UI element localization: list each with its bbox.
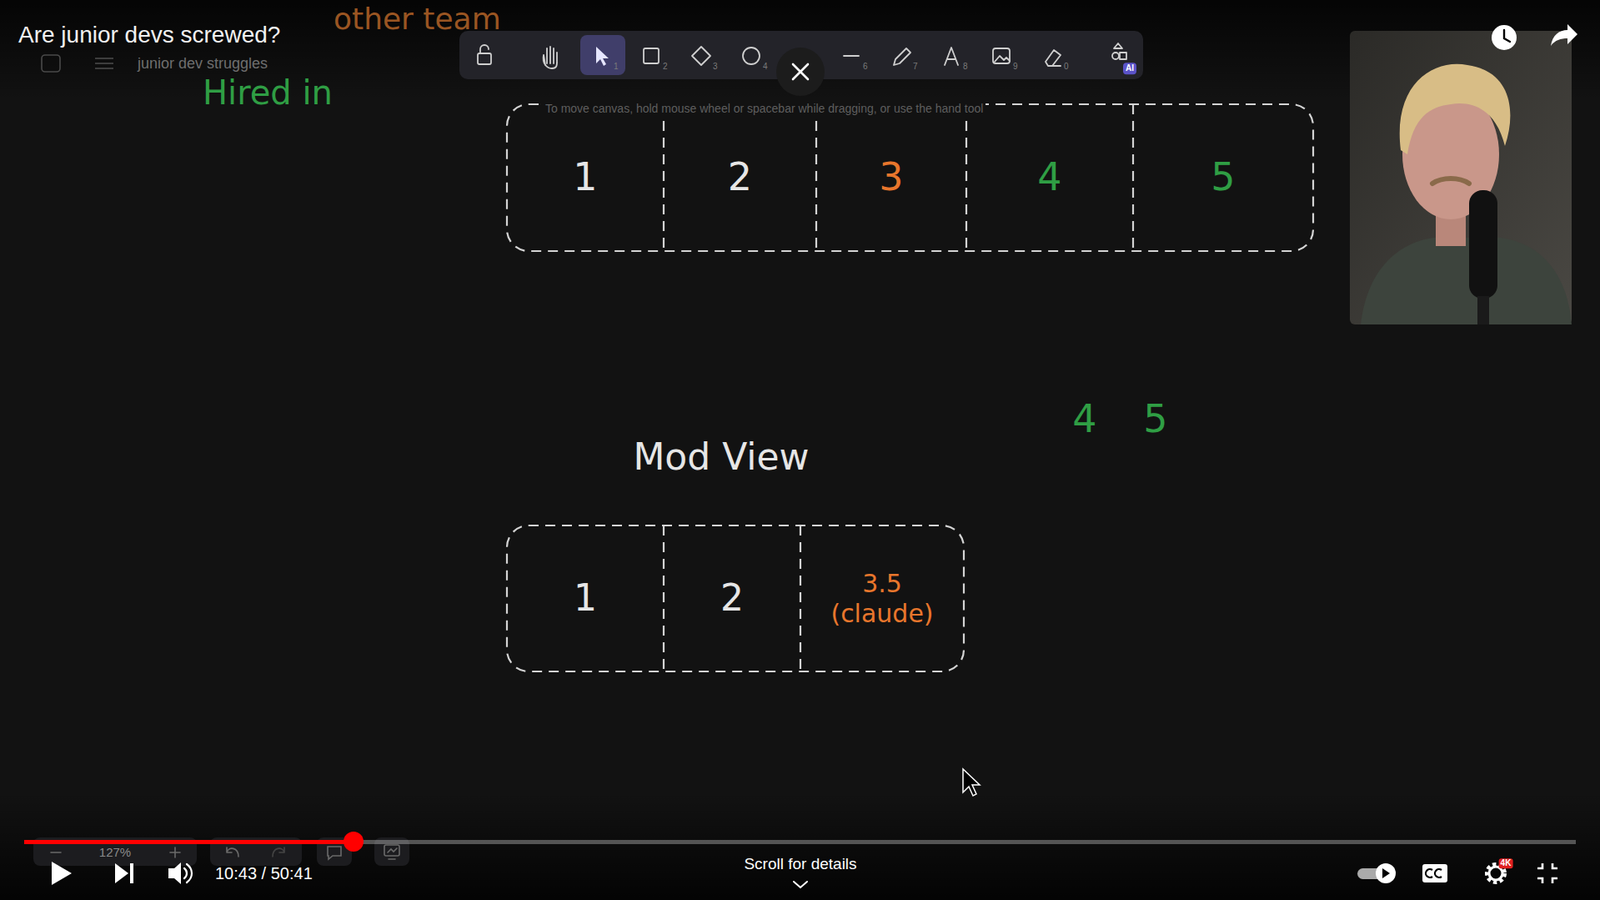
player-top-icons <box>1491 24 1578 51</box>
grid-cell: 1 <box>506 525 664 672</box>
dashed-row-outline <box>506 104 1314 251</box>
shortcut-number: 1 <box>613 61 619 72</box>
section-heading: Mod View <box>632 436 809 479</box>
board-note: Hired in <box>202 73 333 112</box>
shortcut-number: 8 <box>963 61 969 72</box>
shortcut-number: 3 <box>712 61 718 72</box>
webcam-overlay <box>1349 30 1572 325</box>
board-number: 5 <box>1143 396 1168 442</box>
bottom-shade <box>0 792 1600 900</box>
shortcut-number: 4 <box>762 61 768 72</box>
shortcut-number: 6 <box>862 61 868 72</box>
grid-cell: 3.5 (claude) <box>800 525 964 672</box>
cell-text: 2 <box>727 154 753 201</box>
board-note: other team <box>333 1 502 36</box>
toolbar <box>459 30 1144 96</box>
shortcut-number: 7 <box>912 61 918 72</box>
cell-text: 3 <box>878 154 903 201</box>
shortcut-number: 0 <box>1063 61 1069 72</box>
scroll-hint: Scroll for details <box>743 854 857 873</box>
cell-text: 3.5 (claude) <box>827 568 937 629</box>
cell-text: 1 <box>573 576 597 621</box>
zoom-level: 127% <box>99 844 131 859</box>
cell-text: 5 <box>1210 154 1235 201</box>
progress-bar <box>24 831 1576 852</box>
cell-text: 4 <box>1037 154 1062 201</box>
video-time: 10:43 / 50:41 <box>215 863 313 883</box>
grid-cell: 2 <box>663 104 817 251</box>
cell-text: 2 <box>720 576 744 621</box>
grid-cell: 5 <box>1133 104 1314 251</box>
mouse-cursor <box>963 768 980 796</box>
file-name: junior dev struggles <box>137 55 268 73</box>
quality-badge: 4K <box>1499 857 1514 868</box>
dashed-row-outline <box>506 525 964 672</box>
video-title: Are junior devs screwed? <box>18 21 281 49</box>
grid-cell: 1 <box>506 104 664 251</box>
shortcut-number: 9 <box>1013 61 1019 72</box>
ai-badge: AI <box>1123 62 1137 75</box>
grid-cell: 3 <box>816 104 967 251</box>
canvas-hint: To move canvas, hold mouse wheel or spac… <box>542 101 986 116</box>
board-number: 4 <box>1072 396 1097 442</box>
shortcut-number: 2 <box>662 61 668 72</box>
menu-icons <box>41 55 114 72</box>
cell-text: 1 <box>572 154 597 201</box>
grid-cell: 4 <box>966 104 1134 251</box>
grid-cell: 2 <box>663 525 801 672</box>
